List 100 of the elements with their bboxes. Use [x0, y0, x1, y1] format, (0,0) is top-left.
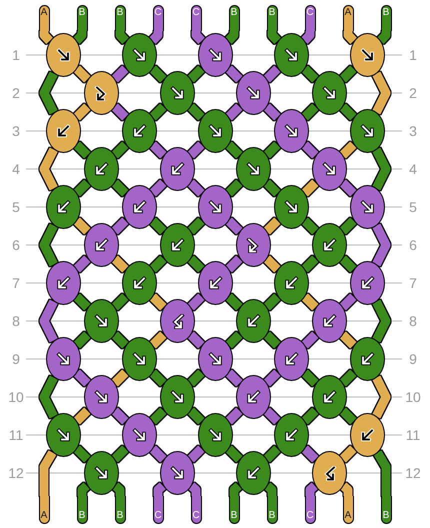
- strand: [306, 482, 318, 496]
- strand: [188, 294, 204, 310]
- strand-end: [76, 496, 88, 524]
- strand: [340, 142, 356, 158]
- strand: [301, 30, 314, 44]
- strand-letter: A: [40, 511, 48, 521]
- strand: [40, 30, 53, 44]
- strand-letter: B: [230, 511, 238, 521]
- strand: [372, 224, 390, 266]
- strand: [74, 370, 90, 386]
- strand: [226, 408, 242, 424]
- strand: [226, 66, 242, 82]
- strand: [372, 300, 390, 342]
- strand-letter: B: [78, 511, 86, 521]
- strand: [40, 224, 58, 266]
- strand: [302, 408, 318, 424]
- row-number: 8: [408, 314, 418, 328]
- strand-end: [114, 5, 126, 31]
- strand: [340, 256, 356, 272]
- strand: [192, 30, 205, 44]
- strand-letter: B: [268, 8, 276, 18]
- strand: [264, 408, 280, 424]
- strand-end: [266, 496, 278, 524]
- row-number: 9: [408, 352, 418, 366]
- row-number: 2: [408, 86, 418, 100]
- strand: [340, 294, 356, 310]
- strand: [40, 450, 56, 496]
- row-number: 7: [11, 276, 21, 290]
- strand-letter: B: [116, 8, 124, 18]
- strand: [150, 66, 166, 82]
- strand: [188, 180, 204, 196]
- strand: [340, 446, 356, 462]
- strand: [112, 142, 128, 158]
- row-number: 5: [408, 200, 418, 214]
- strand-end: [190, 496, 202, 524]
- strand: [150, 104, 166, 120]
- strand-letter: B: [382, 8, 390, 18]
- row-number: 12: [7, 466, 25, 480]
- strand: [264, 180, 280, 196]
- strand: [150, 218, 166, 234]
- strand: [188, 142, 204, 158]
- strand: [74, 256, 90, 272]
- strand: [372, 376, 390, 418]
- strand: [150, 180, 166, 196]
- strand: [112, 294, 128, 310]
- row-number: 6: [408, 238, 418, 252]
- strand: [377, 30, 390, 44]
- strand: [116, 30, 129, 44]
- strand: [150, 370, 166, 386]
- strand-end: [228, 496, 240, 524]
- strand: [74, 446, 90, 462]
- strand-letter: C: [306, 511, 314, 521]
- strand: [340, 482, 352, 496]
- strand: [264, 218, 280, 234]
- strand: [372, 148, 390, 190]
- row-number: 7: [408, 276, 418, 290]
- row-number: 11: [8, 428, 24, 442]
- strand: [188, 370, 204, 386]
- strand: [264, 256, 280, 272]
- row-number: 8: [11, 314, 21, 328]
- strand: [40, 300, 58, 342]
- strand-letter: B: [116, 511, 124, 521]
- strand-end: [152, 496, 164, 524]
- strand-end: [114, 496, 126, 524]
- strand-end: [342, 5, 354, 31]
- strand: [150, 256, 166, 272]
- strand-letter: B: [268, 511, 276, 521]
- strand: [112, 408, 128, 424]
- strand: [112, 332, 128, 348]
- strand: [302, 332, 318, 348]
- strand: [302, 446, 318, 462]
- strand-letter: B: [382, 511, 390, 521]
- row-number: 10: [7, 390, 25, 404]
- strand-end: [76, 5, 88, 31]
- strand: [40, 72, 58, 114]
- strand: [112, 446, 128, 462]
- strand-end: [152, 5, 164, 31]
- strand: [264, 66, 280, 82]
- strand: [188, 66, 204, 82]
- strand: [374, 450, 390, 496]
- strand: [302, 294, 318, 310]
- strand: [302, 66, 318, 82]
- strand: [340, 66, 356, 82]
- strand-end: [38, 5, 50, 31]
- strand-end: [266, 5, 278, 31]
- strand: [264, 142, 280, 158]
- strand: [340, 104, 356, 120]
- strand: [302, 370, 318, 386]
- row-number: 10: [404, 390, 422, 404]
- strand: [226, 104, 242, 120]
- strand: [264, 332, 280, 348]
- strand: [149, 30, 162, 44]
- knot: [350, 185, 384, 229]
- strand-end: [304, 496, 316, 524]
- strand-end: [380, 496, 392, 524]
- knot: [350, 337, 384, 381]
- knot: [46, 413, 80, 457]
- strand: [340, 180, 356, 196]
- strand: [112, 66, 128, 82]
- strand: [188, 218, 204, 234]
